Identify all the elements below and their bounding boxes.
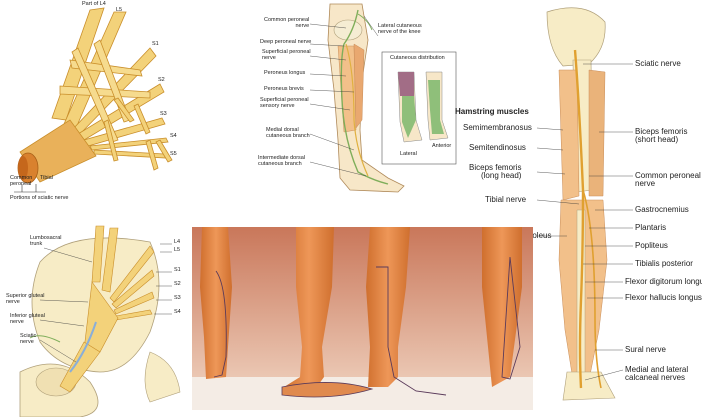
inferior-gluteal-label: Inferior gluteal nerve	[10, 314, 45, 326]
plexus-root-label: S4	[170, 134, 177, 140]
hamstring-label: Semitendinosus	[469, 144, 526, 152]
posterior-leg-label: Common peroneal nerve	[635, 172, 701, 189]
pelvis-root-label: S2	[174, 282, 181, 288]
inset-anterior-label: Anterior	[432, 144, 451, 150]
legs-photo	[192, 227, 533, 410]
posterior-leg-label: Flexor digitorum longus	[625, 278, 702, 286]
posterior-leg-label: Tibialis posterior	[635, 260, 693, 268]
sciatic-nerve-label: Sciatic nerve	[20, 334, 36, 346]
hamstring-label: Tibial nerve	[485, 196, 526, 204]
posterior-leg-label: Popliteus	[635, 242, 668, 250]
plexus-root-label: S3	[160, 112, 167, 118]
peroneal-label: Common peroneal nerve	[264, 18, 309, 30]
legs-photo-panel	[192, 227, 533, 410]
posterior-leg-label: Plantaris	[635, 224, 666, 232]
peroneal-nerve-panel: Common peroneal nerve Deep peroneal nerv…	[258, 0, 468, 200]
posterior-leg-label: Sciatic nerve	[635, 60, 681, 68]
inset-lateral-label: Lateral	[400, 152, 417, 158]
hamstring-title: Hamstring muscles	[455, 108, 529, 116]
hamstring-label: Biceps femoris (long head)	[469, 164, 521, 181]
pelvis-root-label: L5	[174, 248, 180, 254]
plexus-root-label: L5	[116, 8, 122, 14]
plexus-root-label: S1	[152, 42, 159, 48]
pelvis-root-label: S3	[174, 296, 181, 302]
peroneal-label: Peroneus longus	[264, 71, 305, 77]
plexus-root-label: S2	[158, 78, 165, 84]
pelvis-root-label: L4	[174, 240, 180, 246]
sacral-plexus-panel: Part of L4 L5 S1 S2 S3 S4 S5 Common pero…	[0, 0, 190, 210]
portions-of-sciatic-label: Portions of sciatic nerve	[10, 196, 68, 202]
inset-title: Cutaneous distribution	[390, 56, 445, 62]
posterior-leg-label: Flexor hallucis longus	[625, 294, 702, 302]
tibial-portion-label: Tibial	[40, 176, 53, 182]
pelvis-root-label: S4	[174, 310, 181, 316]
peroneal-label: Deep peroneal nerve	[260, 40, 311, 46]
hamstring-label: Semimembranosus	[463, 124, 532, 132]
peroneal-label: Peroneus brevis	[264, 87, 304, 93]
lumbosacral-trunk-label: Lumbosacral trunk	[30, 236, 62, 248]
pelvis-root-label: S1	[174, 268, 181, 274]
posterior-leg-label: Gastrocnemius	[635, 206, 689, 214]
peroneal-label: Superficial peroneal nerve	[262, 50, 311, 62]
peroneal-label: Intermediate dorsal cutaneous branch	[258, 156, 305, 168]
posterior-leg-label: Biceps femoris (short head)	[635, 128, 687, 145]
plexus-root-label: Part of L4	[82, 2, 106, 8]
pelvis-panel: Lumbosacral trunk L4 L5 S1 S2 S3 S4 Supe…	[0, 222, 188, 417]
plexus-root-label: S5	[170, 152, 177, 158]
lateral-cutaneous-label: Lateral cutaneous nerve of the knee	[378, 24, 422, 36]
common-peroneal-portion-label: Common peroneal	[10, 176, 32, 188]
posterior-leg-label: Sural nerve	[625, 346, 666, 354]
superior-gluteal-label: Superior gluteal nerve	[6, 294, 45, 306]
peroneal-label: Superficial peroneal sensory nerve	[260, 98, 309, 110]
peroneal-label: Medial dorsal cutaneous branch	[266, 128, 310, 140]
posterior-leg-label: Medial and lateral calcaneal nerves	[625, 366, 688, 383]
